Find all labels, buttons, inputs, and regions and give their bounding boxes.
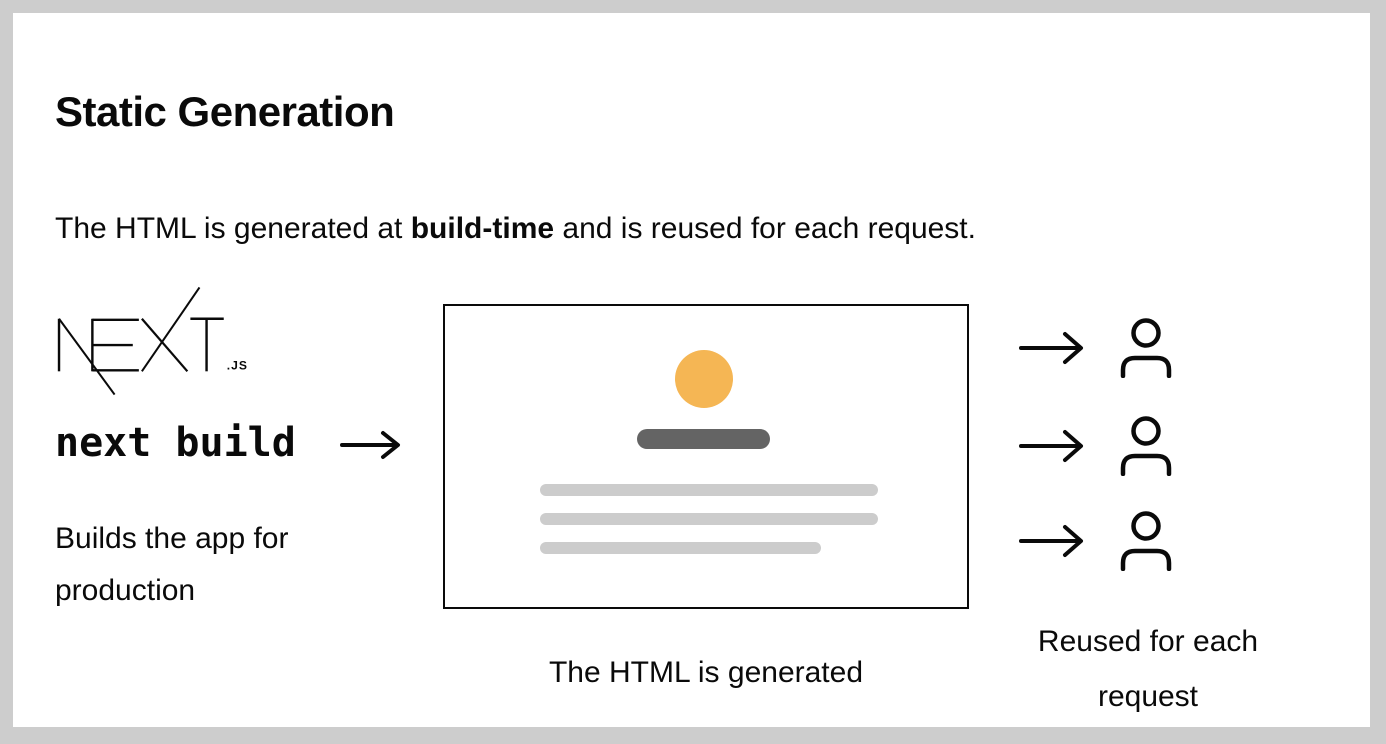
subtitle-suffix: and is reused for each request. xyxy=(554,212,976,245)
text-line-placeholder xyxy=(540,513,878,525)
text-line-placeholder xyxy=(540,542,821,554)
diagram-canvas: Static Generation The HTML is generated … xyxy=(13,13,1370,727)
title-bar-placeholder xyxy=(637,429,770,449)
subtitle: The HTML is generated at build-time and … xyxy=(55,210,976,248)
arrow-right-icon xyxy=(1019,525,1083,557)
avatar-placeholder xyxy=(675,350,733,408)
arrow-right-icon xyxy=(1019,332,1083,364)
requests-caption: Reused for each request xyxy=(1037,625,1259,713)
build-description: Builds the app for production xyxy=(55,522,289,607)
subtitle-bold: build-time xyxy=(410,212,555,245)
preview-caption: The HTML is generated xyxy=(548,656,864,689)
user-icon xyxy=(1120,416,1172,476)
text-line-placeholder xyxy=(540,484,878,496)
user-icon xyxy=(1120,511,1172,571)
arrow-right-icon xyxy=(340,431,400,459)
nextjs-logo-icon: .JS xyxy=(57,286,248,396)
subtitle-prefix: The HTML is generated at xyxy=(55,212,411,245)
page-title: Static Generation xyxy=(55,88,395,136)
nextjs-logo-suffix: .JS xyxy=(227,358,248,372)
arrow-right-icon xyxy=(1019,430,1083,462)
build-command: next build xyxy=(55,420,296,466)
html-preview-box xyxy=(443,304,969,609)
user-icon xyxy=(1120,318,1172,378)
